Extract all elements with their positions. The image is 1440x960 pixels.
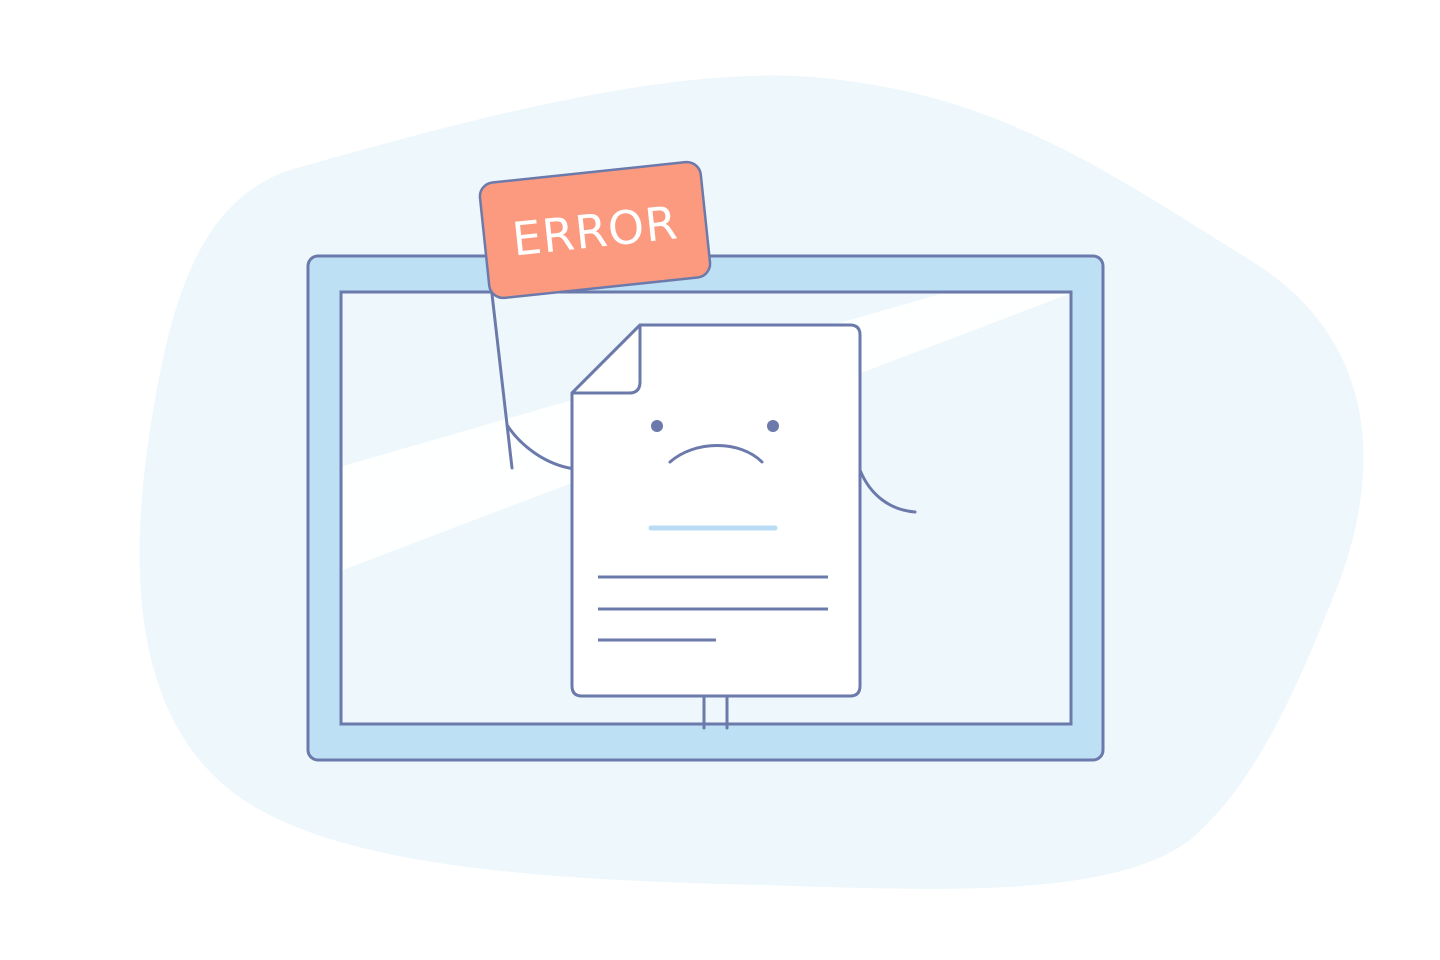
error-flag-icon: ERROR — [478, 160, 712, 300]
document-icon — [570, 323, 862, 698]
right-arm — [858, 468, 917, 514]
document-fold — [570, 323, 642, 395]
flag-pole — [487, 266, 514, 470]
frown-mouth — [668, 444, 764, 464]
error-flag-card — [478, 160, 712, 300]
left-arm — [505, 423, 577, 471]
right-eye — [767, 420, 779, 432]
sad-face-icon — [651, 420, 779, 464]
left-eye — [651, 420, 663, 432]
document-page — [570, 323, 862, 698]
